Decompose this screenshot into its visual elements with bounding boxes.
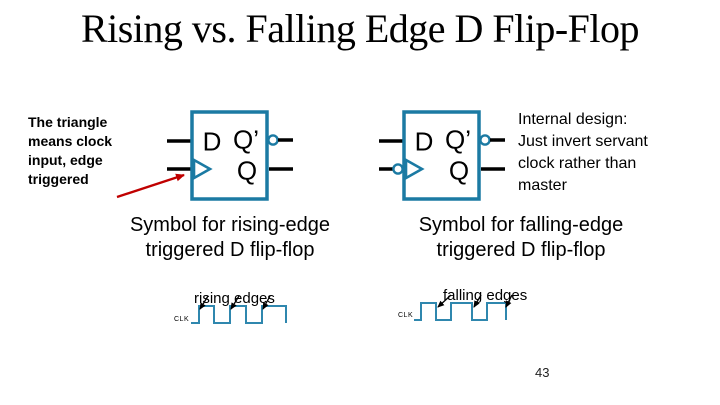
right-annotation-line: Just invert servant — [518, 133, 648, 150]
dff-rising-symbol — [167, 110, 293, 201]
falling-edge-pointer-arrows — [437, 294, 513, 308]
q-pin-label: Q — [236, 155, 258, 186]
edge-pointer-arrow-icon — [505, 294, 513, 308]
rising-edges-label: rising edges — [194, 290, 275, 307]
edge-pointer-arrow-icon — [199, 295, 209, 310]
edge-pointer-arrow-icon — [437, 294, 452, 308]
dff-box — [190, 110, 269, 201]
clk-signal-label: CLK — [174, 316, 190, 323]
clk-signal-label: CLK — [398, 312, 414, 319]
caption-line: triggered D flip-flop — [436, 239, 606, 261]
left-annotation: The triangle means clock input, edge tri… — [28, 113, 112, 189]
clk-bubble-icon — [392, 163, 404, 175]
left-annotation-line: The triangle — [28, 114, 108, 130]
qbar-pin-label: Q’ — [445, 124, 471, 155]
caption-line: triggered D flip-flop — [145, 239, 315, 261]
edge-pointer-arrow-icon — [473, 294, 482, 308]
clock-edge-triangle-icon — [404, 157, 425, 181]
rising-dff-caption: Symbol for rising-edge triggered D flip-… — [85, 213, 375, 263]
right-annotation-line: Internal design: — [518, 111, 628, 128]
qbar-bubble-icon — [267, 134, 279, 146]
falling-dff-caption: Symbol for falling-edge triggered D flip… — [390, 213, 652, 263]
rising-edge-pointer-arrows — [199, 295, 271, 310]
d-pin-label: D — [202, 126, 222, 157]
falling-edges-label: falling edges — [443, 287, 528, 304]
right-annotation-line: clock rather than — [518, 155, 637, 172]
slide-title: Rising vs. Falling Edge D Flip-Flop — [80, 6, 640, 51]
slide-page-number: 43 — [535, 365, 550, 380]
dff-box — [402, 110, 481, 201]
left-annotation-line: means clock — [28, 133, 113, 149]
right-annotation: Internal design: Just invert servant clo… — [518, 109, 648, 197]
q-pin-label: Q — [448, 155, 470, 186]
dff-falling-symbol — [379, 110, 505, 201]
d-pin-label: D — [414, 126, 434, 157]
clock-edge-triangle-icon — [192, 157, 213, 181]
right-annotation-line: master — [518, 177, 567, 194]
clock-waveform-rising — [191, 305, 287, 324]
left-annotation-line: triggered — [28, 171, 89, 187]
edge-pointer-arrow-icon — [230, 295, 240, 310]
edge-pointer-arrow-icon — [262, 295, 271, 310]
qbar-bubble-icon — [479, 134, 491, 146]
caption-line: Symbol for rising-edge — [129, 214, 331, 236]
left-annotation-line: input, edge — [28, 152, 103, 168]
caption-line: Symbol for falling-edge — [418, 214, 624, 236]
clock-note-arrow-icon — [116, 173, 185, 199]
clock-waveform-falling — [414, 302, 507, 321]
qbar-pin-label: Q’ — [233, 124, 259, 155]
